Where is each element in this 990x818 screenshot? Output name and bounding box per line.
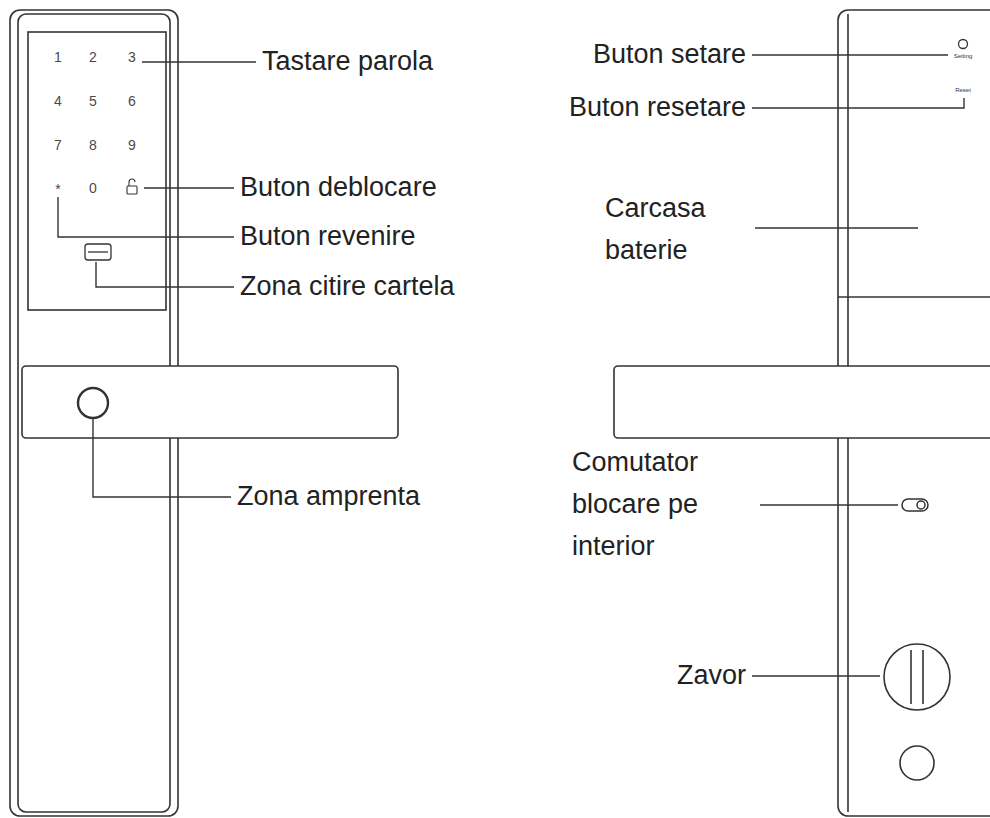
outer-handle: [22, 366, 398, 438]
card-reader-icon: [85, 244, 111, 260]
part-label: Zavor: [677, 655, 746, 697]
key-digit: 7: [54, 138, 62, 152]
keypad-panel: [28, 32, 166, 310]
key-digit: 9: [128, 138, 136, 152]
key-symbol: *: [55, 182, 60, 196]
button-caption: Setting: [954, 53, 973, 59]
cylinder-hole: [900, 746, 934, 780]
lock-icon: [127, 179, 137, 194]
leader-lines: [58, 62, 256, 497]
button-caption: Reset: [955, 87, 971, 93]
fingerprint-sensor: [78, 388, 108, 418]
key-digit: 4: [54, 94, 62, 108]
part-label: Buton resetare: [569, 87, 746, 129]
key-digit: 0: [89, 181, 97, 195]
part-label: Buton deblocare: [240, 167, 437, 209]
thumb-turn: [884, 644, 950, 710]
part-label: Zona citire cartela: [240, 266, 455, 308]
part-label: Carcasa baterie: [605, 188, 755, 272]
key-digit: 6: [128, 94, 136, 108]
key-digit: 5: [89, 94, 97, 108]
key-digit: 1: [54, 50, 62, 64]
inside-lock-switch: [902, 499, 928, 511]
part-label: Buton setare: [593, 34, 746, 76]
key-digit: 3: [128, 50, 136, 64]
key-digit: 2: [89, 50, 97, 64]
setting-button: [959, 40, 968, 49]
part-label: Comutator blocare pe interior: [572, 442, 754, 568]
leader-lines: [752, 55, 964, 676]
inner-handle: [614, 366, 990, 438]
part-label: Tastare parola: [262, 41, 433, 83]
battery-cover-edge: [838, 296, 990, 298]
part-label: Zona amprenta: [237, 476, 420, 518]
key-digit: 8: [89, 138, 97, 152]
part-label: Buton revenire: [240, 216, 416, 258]
